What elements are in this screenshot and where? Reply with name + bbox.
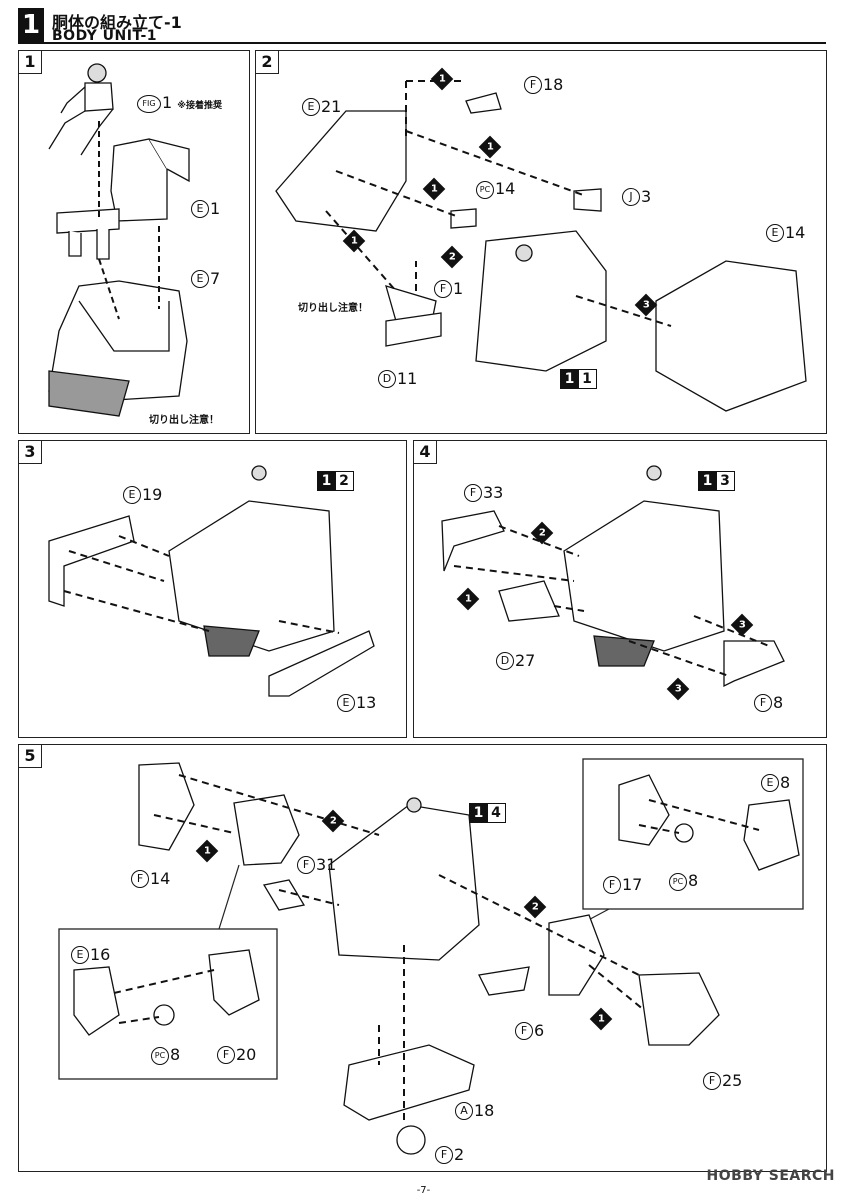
illustration-seat-assembly — [48, 63, 190, 417]
section-subtitle: BODY UNIT-1 — [52, 28, 158, 44]
header-rule — [18, 42, 826, 44]
illustration-body-frame — [275, 80, 807, 412]
panel-number: 4 — [414, 441, 437, 464]
section-title: 胴体の組み立て-1 — [52, 13, 182, 32]
illustration-side-frames — [48, 465, 375, 697]
panel-number: 3 — [19, 441, 42, 464]
page-number: -7- — [416, 1185, 431, 1196]
cut-caution-note: 切り出し注意！ — [298, 303, 368, 314]
panel-step-5: 5 — [18, 744, 827, 1172]
illustration-hip-assembly — [58, 758, 804, 1155]
panel-number: 2 — [256, 51, 279, 74]
panel-number: 5 — [19, 745, 42, 768]
section-number: 1 — [18, 8, 44, 42]
watermark: HOBBY SEARCH — [706, 1168, 835, 1184]
cut-caution-note: 切り出し注意！ — [149, 415, 219, 426]
illustration-side-parts — [441, 465, 785, 688]
panel-number: 1 — [19, 51, 42, 74]
